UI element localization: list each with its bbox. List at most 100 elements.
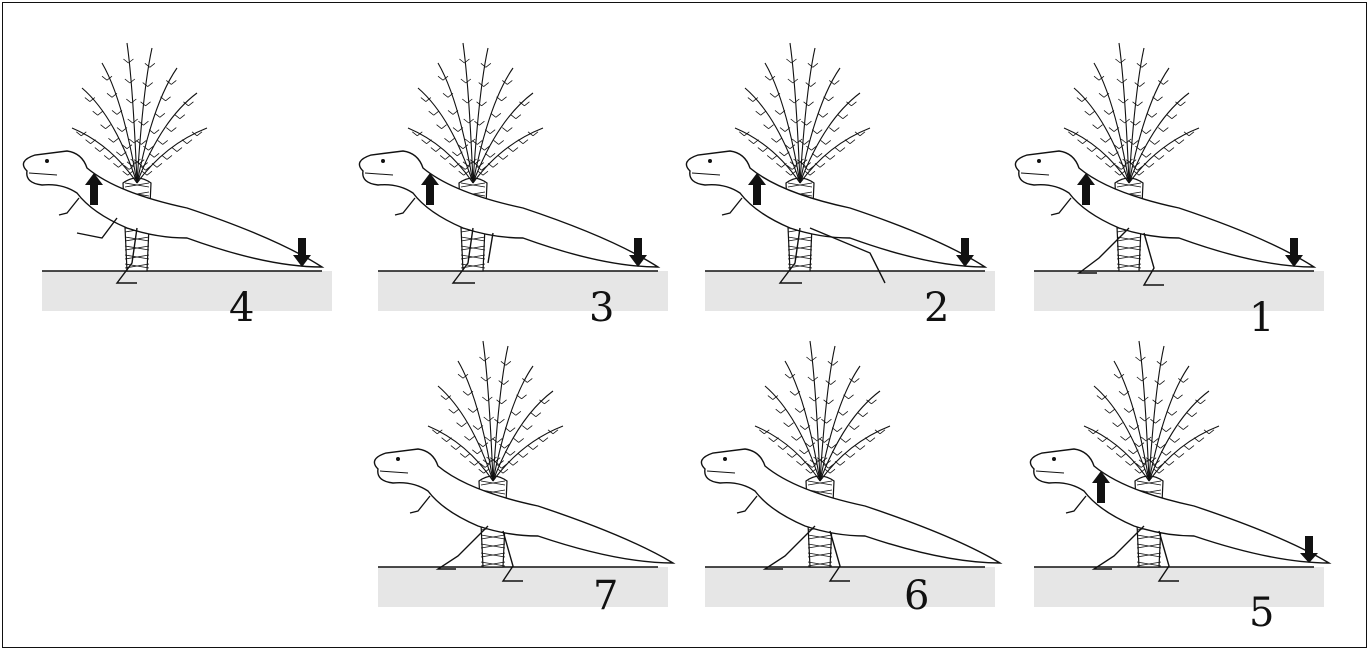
leaflet <box>855 446 865 450</box>
leaflet <box>1087 148 1097 152</box>
leaflet <box>835 148 845 152</box>
leaflet <box>501 361 511 365</box>
leaflet <box>776 409 786 413</box>
leaflet <box>474 121 484 125</box>
panel-2-label: 2 <box>924 288 949 328</box>
leaflet <box>1107 446 1117 450</box>
leaflet <box>497 400 507 404</box>
leaflet <box>799 450 809 454</box>
leaflet <box>767 155 777 159</box>
leaflet <box>166 128 176 132</box>
frond <box>493 366 533 481</box>
panel-7-label: 7 <box>593 576 618 616</box>
ground-strip <box>1034 271 1324 311</box>
leaflet <box>149 130 159 134</box>
dinosaur-body <box>701 449 1000 563</box>
leaflet <box>1141 437 1151 441</box>
leaflet <box>1158 128 1168 132</box>
leaflet <box>522 426 532 430</box>
leaflet <box>531 413 541 417</box>
leaflet <box>799 140 809 144</box>
frond <box>820 366 860 481</box>
ground-strip <box>378 567 668 607</box>
leaflet <box>1184 446 1194 450</box>
panel-4: 4 <box>17 33 317 333</box>
frond <box>473 48 488 183</box>
leaflet <box>138 121 148 125</box>
dinosaur-eye <box>381 159 385 163</box>
leaflet <box>158 140 168 144</box>
dinosaur-eye <box>1037 159 1041 163</box>
leaflet <box>1104 110 1114 114</box>
leaflet <box>104 155 114 159</box>
leaflet <box>824 400 834 404</box>
leaflet <box>812 130 822 134</box>
leaflet <box>1170 438 1180 442</box>
leaflet <box>756 111 766 115</box>
leaflet <box>821 140 831 144</box>
leaflet <box>1161 451 1171 455</box>
frond <box>137 68 177 183</box>
leaflet <box>149 153 159 157</box>
leaflet <box>126 99 136 103</box>
leaflet <box>464 119 474 123</box>
dinosaur-arm <box>59 198 79 215</box>
leaflet <box>809 397 819 401</box>
frond <box>790 43 800 183</box>
leaflet <box>808 63 818 67</box>
frond <box>820 346 835 481</box>
leaflet <box>1105 409 1115 413</box>
dinosaur <box>359 151 658 283</box>
leaflet <box>472 450 482 454</box>
leaflet <box>141 102 151 106</box>
leaflet <box>838 411 848 415</box>
leaflet <box>461 79 471 83</box>
ground-strip <box>705 271 995 311</box>
leaflet <box>95 148 105 152</box>
frond <box>1129 68 1169 183</box>
frond <box>127 43 137 183</box>
dinosaur-eye <box>708 159 712 163</box>
leaflet <box>804 102 814 106</box>
leaflet <box>808 377 818 381</box>
dinosaur-eye <box>396 457 400 461</box>
leaflet <box>462 99 472 103</box>
dinosaur-body <box>1015 151 1314 267</box>
frond <box>800 48 815 183</box>
frond <box>1129 48 1144 183</box>
leaflet <box>1153 97 1163 101</box>
leaflet <box>499 381 509 385</box>
leaflet <box>518 453 528 457</box>
leaflet <box>459 59 469 63</box>
panel-3: 3 <box>353 33 653 333</box>
leaflet <box>101 125 111 129</box>
dinosaur <box>701 449 1000 581</box>
leaflet <box>494 140 504 144</box>
panel-6-label: 6 <box>904 576 929 616</box>
frond <box>493 346 508 481</box>
leaflet <box>112 110 122 114</box>
leaflet <box>468 408 478 412</box>
ground-strip <box>1034 567 1324 607</box>
leaflet <box>792 139 802 143</box>
leaflet <box>1187 413 1197 417</box>
frond <box>463 43 473 183</box>
leaflet <box>1157 361 1167 365</box>
dinosaur-body <box>1030 449 1329 563</box>
dinosaur-body <box>359 151 658 267</box>
leaflet <box>457 423 467 427</box>
leaflet <box>758 148 768 152</box>
leaflet <box>437 125 447 129</box>
leaflet <box>477 102 487 106</box>
leaflet <box>841 438 851 442</box>
leaflet <box>1167 115 1177 119</box>
leaflet <box>494 419 504 423</box>
leaflet <box>498 155 508 159</box>
leaflet <box>1138 397 1148 401</box>
leaflet <box>492 438 502 442</box>
leaflet <box>812 437 822 441</box>
leaflet <box>440 155 450 159</box>
leaflet <box>479 357 489 361</box>
leaflet <box>832 428 842 432</box>
